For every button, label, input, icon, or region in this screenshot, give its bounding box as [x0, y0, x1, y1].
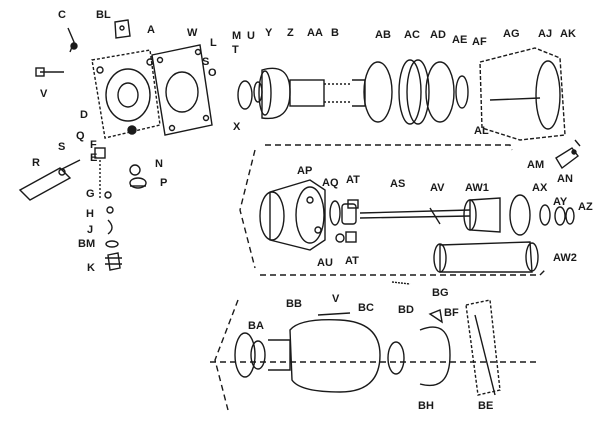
housing-ap-part: [259, 179, 326, 251]
callout-label: AK: [560, 28, 576, 40]
callout-label: W: [187, 27, 198, 39]
ring-bd-part: [387, 341, 405, 375]
piston-aw1-part: [463, 194, 575, 236]
callout-label: BF: [444, 307, 459, 319]
callout-label: AL: [474, 125, 489, 137]
callout-label: AZ: [578, 201, 593, 213]
callout-label: AT: [345, 255, 359, 267]
callout-label: AE: [452, 34, 468, 46]
callout-label: U: [247, 30, 255, 42]
callout-label: Q: [76, 130, 85, 142]
callout-label: AN: [557, 173, 573, 185]
callout-label: BD: [398, 304, 414, 316]
callout-label: AW1: [465, 182, 489, 194]
callout-label: G: [86, 188, 95, 200]
callout-label: S: [202, 56, 210, 68]
callout-label: S: [58, 141, 66, 153]
valve-column-parts: [94, 147, 122, 271]
callout-label: BH: [418, 400, 434, 412]
callout-label: H: [86, 208, 94, 220]
callout-label: V: [40, 88, 48, 100]
callout-label: BE: [478, 400, 494, 412]
callout-label: P: [160, 177, 168, 189]
callout-label: M: [232, 30, 242, 42]
callout-label: L: [210, 37, 217, 49]
callout-label: Y: [265, 27, 273, 39]
callout-label: Z: [287, 27, 294, 39]
fitting-n-p: [129, 164, 147, 189]
housing-ag-part: [479, 47, 566, 141]
fitting-am-an: [555, 139, 581, 170]
callout-label: J: [87, 224, 94, 236]
callout-label: BB: [286, 298, 302, 310]
callout-label: AA: [307, 27, 323, 39]
parts-aq-at-au: [329, 199, 359, 243]
callout-label: A: [147, 24, 155, 36]
callout-label: AJ: [538, 28, 553, 40]
callout-label: AV: [430, 182, 445, 194]
callout-label: BL: [96, 9, 111, 21]
callout-label: N: [155, 158, 163, 170]
callout-label: AC: [404, 29, 420, 41]
ring-stack-ab-ac-ad: [363, 59, 469, 125]
callout-label: BC: [358, 302, 374, 314]
small-parts-c-bl: [67, 19, 131, 53]
callout-label: AW2: [553, 252, 577, 264]
cylinder-aw2-part: [433, 241, 539, 273]
body-ba-bb-part: [234, 319, 381, 393]
callout-label: AU: [317, 257, 333, 269]
shaft-as-part: [359, 207, 471, 225]
bolt-v-part: [35, 67, 64, 77]
plate-w-part: [151, 44, 213, 136]
callout-label: F: [90, 139, 97, 151]
callout-label: AX: [532, 182, 548, 194]
callout-label: AG: [503, 28, 520, 40]
clamp-bh-bf-be: [419, 299, 501, 396]
callout-label: AF: [472, 36, 487, 48]
callout-label: AD: [430, 29, 446, 41]
callout-label: D: [80, 109, 88, 121]
callout-label: X: [233, 121, 241, 133]
callout-label: AT: [346, 174, 360, 186]
callout-label: AM: [527, 159, 545, 171]
callout-label: BG: [432, 287, 449, 299]
pin-bg-part: [391, 281, 411, 285]
callout-label: O: [208, 67, 217, 79]
pin-v-part: [317, 312, 351, 316]
callout-label: B: [331, 27, 339, 39]
callout-label: K: [87, 262, 95, 274]
callout-label: AS: [390, 178, 406, 190]
callout-label: C: [58, 9, 66, 21]
callout-label: T: [232, 44, 239, 56]
callout-label: V: [332, 293, 340, 305]
callout-label: BA: [248, 320, 264, 332]
rotor-shaft-part: [237, 67, 366, 120]
callout-label: E: [90, 152, 98, 164]
callout-label: AY: [553, 196, 568, 208]
callout-label: AQ: [322, 177, 339, 189]
callout-label: R: [32, 157, 40, 169]
housing-a-part: [91, 49, 161, 139]
callout-label: BM: [78, 238, 96, 250]
callout-label: AP: [297, 165, 313, 177]
handle-r-part: [18, 159, 81, 201]
callout-label: AB: [375, 29, 391, 41]
frame-outline: [210, 144, 546, 411]
